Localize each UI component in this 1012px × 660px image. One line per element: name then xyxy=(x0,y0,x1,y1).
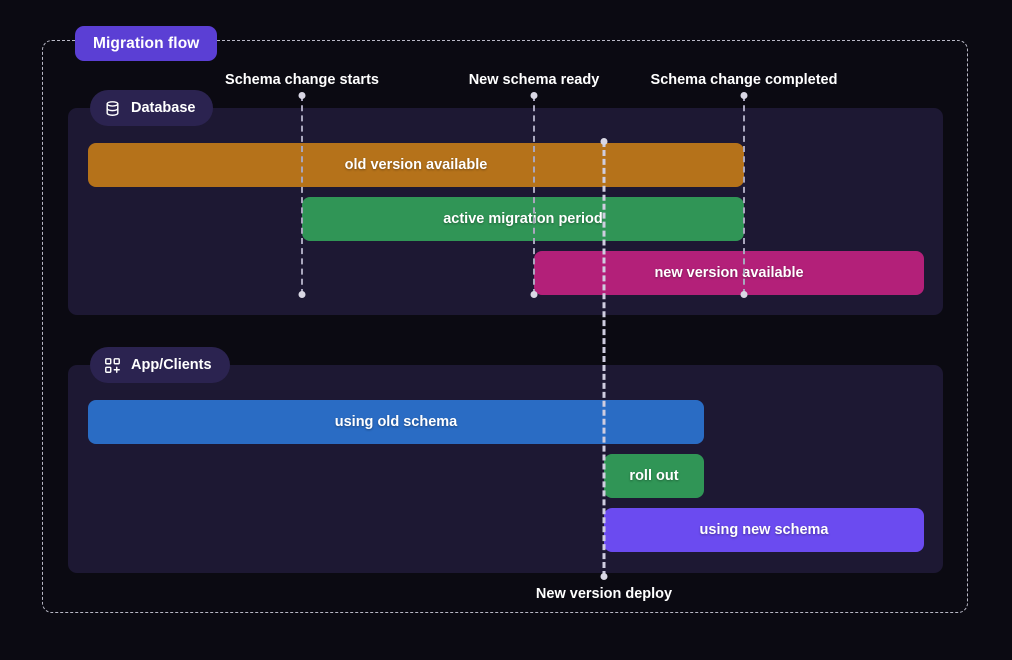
milestone-dot-top xyxy=(600,138,608,145)
apps-grid-plus-icon xyxy=(104,357,121,374)
bar-label: roll out xyxy=(629,468,679,484)
milestone-line xyxy=(602,141,606,577)
milestone-dot-bottom xyxy=(530,291,538,298)
milestone-line xyxy=(533,95,535,295)
bar-roll-out[interactable]: roll out xyxy=(604,454,704,498)
milestone-dot-top xyxy=(298,92,306,99)
milestone-dot-bottom xyxy=(298,291,306,298)
milestone-label: Schema change completed xyxy=(650,72,838,88)
milestone-line xyxy=(301,95,303,295)
milestone-dot-bottom xyxy=(600,573,608,580)
bar-label: using old schema xyxy=(334,414,458,430)
milestone-dot-bottom xyxy=(740,291,748,298)
milestone-label: New schema ready xyxy=(468,72,600,88)
bar-old-version-available[interactable]: old version available xyxy=(88,143,744,187)
bar-using-new-schema[interactable]: using new schema xyxy=(604,508,924,552)
milestone-label: Schema change starts xyxy=(225,72,379,88)
flow-title-label: Migration flow xyxy=(93,34,200,52)
database-icon xyxy=(104,100,121,117)
milestone-line xyxy=(743,95,745,295)
bar-label: old version available xyxy=(344,157,488,173)
lane-badge-app-clients: App/Clients xyxy=(90,347,230,383)
diagram-frame xyxy=(42,40,968,613)
milestone-dot-top xyxy=(530,92,538,99)
bar-active-migration-period[interactable]: active migration period xyxy=(302,197,744,241)
lane-label-app-clients: App/Clients xyxy=(131,357,212,373)
bar-using-old-schema[interactable]: using old schema xyxy=(88,400,704,444)
bar-label: using new schema xyxy=(699,522,829,538)
milestone-label: New version deploy xyxy=(535,586,673,602)
bar-new-version-available[interactable]: new version available xyxy=(534,251,924,295)
bar-label: new version available xyxy=(654,265,804,281)
lane-badge-database: Database xyxy=(90,90,214,126)
bar-label: active migration period xyxy=(443,211,603,227)
lane-label-database: Database xyxy=(131,100,196,116)
flow-title-badge: Migration flow xyxy=(75,26,218,61)
milestone-dot-top xyxy=(740,92,748,99)
